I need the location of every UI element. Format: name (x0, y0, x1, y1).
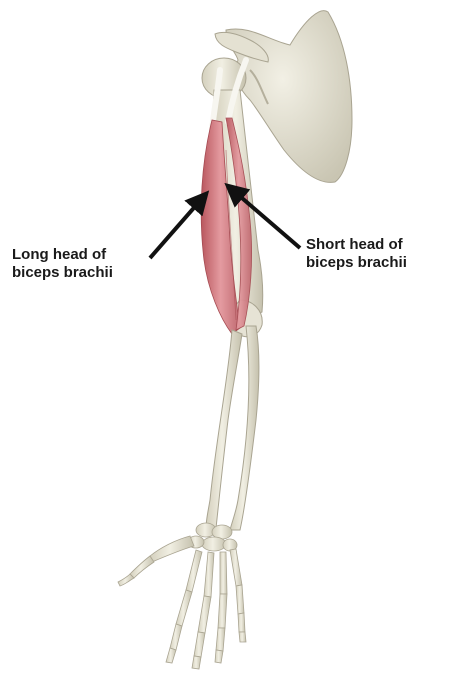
hand-bones (118, 523, 246, 669)
short-head-label-line2: biceps brachii (306, 254, 407, 272)
long-head-arrow (150, 194, 206, 258)
long-head-label: Long head of biceps brachii (12, 246, 113, 282)
long-head-label-line2: biceps brachii (12, 264, 113, 282)
short-head-label: Short head of biceps brachii (306, 236, 407, 272)
short-head-label-line1: Short head of (306, 236, 407, 254)
forearm-bones (206, 326, 259, 530)
radius (206, 330, 242, 528)
long-head-label-line1: Long head of (12, 246, 113, 264)
